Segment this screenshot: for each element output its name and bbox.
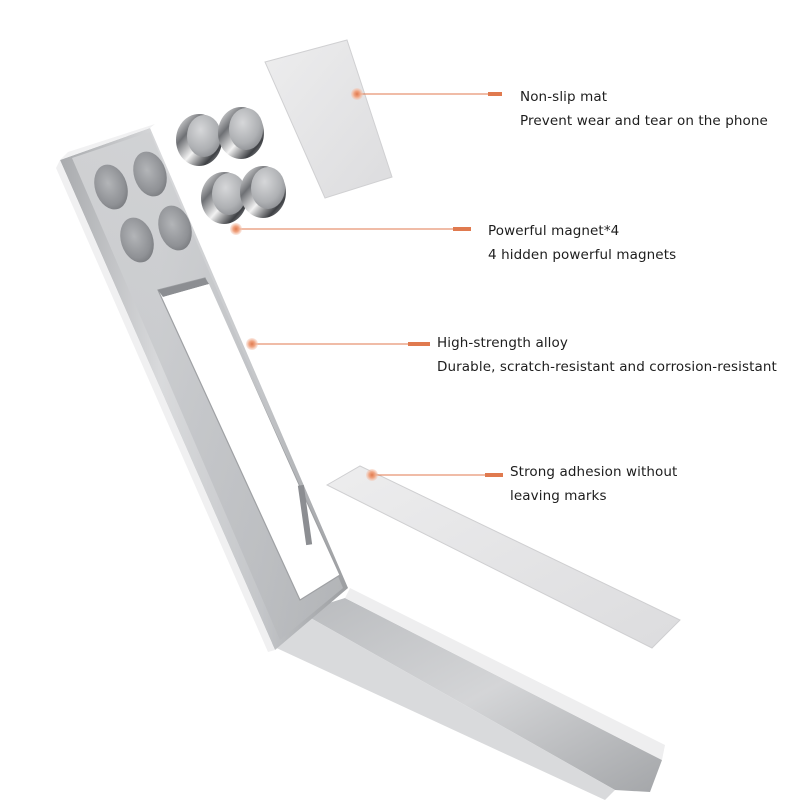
- magnet: [218, 107, 264, 159]
- magnets: [176, 107, 286, 224]
- callout-high-strength-alloy: High-strength alloy Durable, scratch-res…: [437, 331, 777, 379]
- callout-title: High-strength alloy: [437, 335, 568, 351]
- magnet-hole: [120, 217, 154, 263]
- magnet-hole: [133, 151, 167, 197]
- callout-strong-adhesion: Strong adhesion without leaving marks: [510, 460, 677, 508]
- callout-description: 4 hidden powerful magnets: [488, 247, 677, 263]
- magnet: [240, 166, 286, 218]
- magnet-hole: [158, 205, 192, 251]
- callout-dot: [366, 469, 378, 481]
- callout-dot: [230, 223, 242, 235]
- callout-description: Prevent wear and tear on the phone: [520, 113, 768, 129]
- non-slip-mat: [264, 39, 393, 199]
- callout-title: Strong adhesion without: [510, 464, 678, 480]
- callout-dot: [246, 338, 258, 350]
- magnet: [176, 114, 222, 166]
- callout-title: Non-slip mat: [520, 89, 608, 105]
- callout-title: Powerful magnet*4: [488, 223, 620, 239]
- callout-powerful-magnet: Powerful magnet*4 4 hidden powerful magn…: [488, 219, 676, 267]
- magnet: [201, 172, 247, 224]
- stand-arm: [56, 124, 348, 652]
- callout-dot: [351, 88, 363, 100]
- stand-base: [270, 588, 665, 800]
- callout-non-slip-mat: Non-slip mat Prevent wear and tear on th…: [520, 85, 768, 133]
- callout-description: leaving marks: [510, 488, 607, 504]
- leader-lines: [230, 88, 503, 481]
- magnet-hole: [94, 164, 128, 210]
- callout-description: Durable, scratch-resistant and corrosion…: [437, 359, 777, 375]
- adhesive-strip: [325, 465, 681, 649]
